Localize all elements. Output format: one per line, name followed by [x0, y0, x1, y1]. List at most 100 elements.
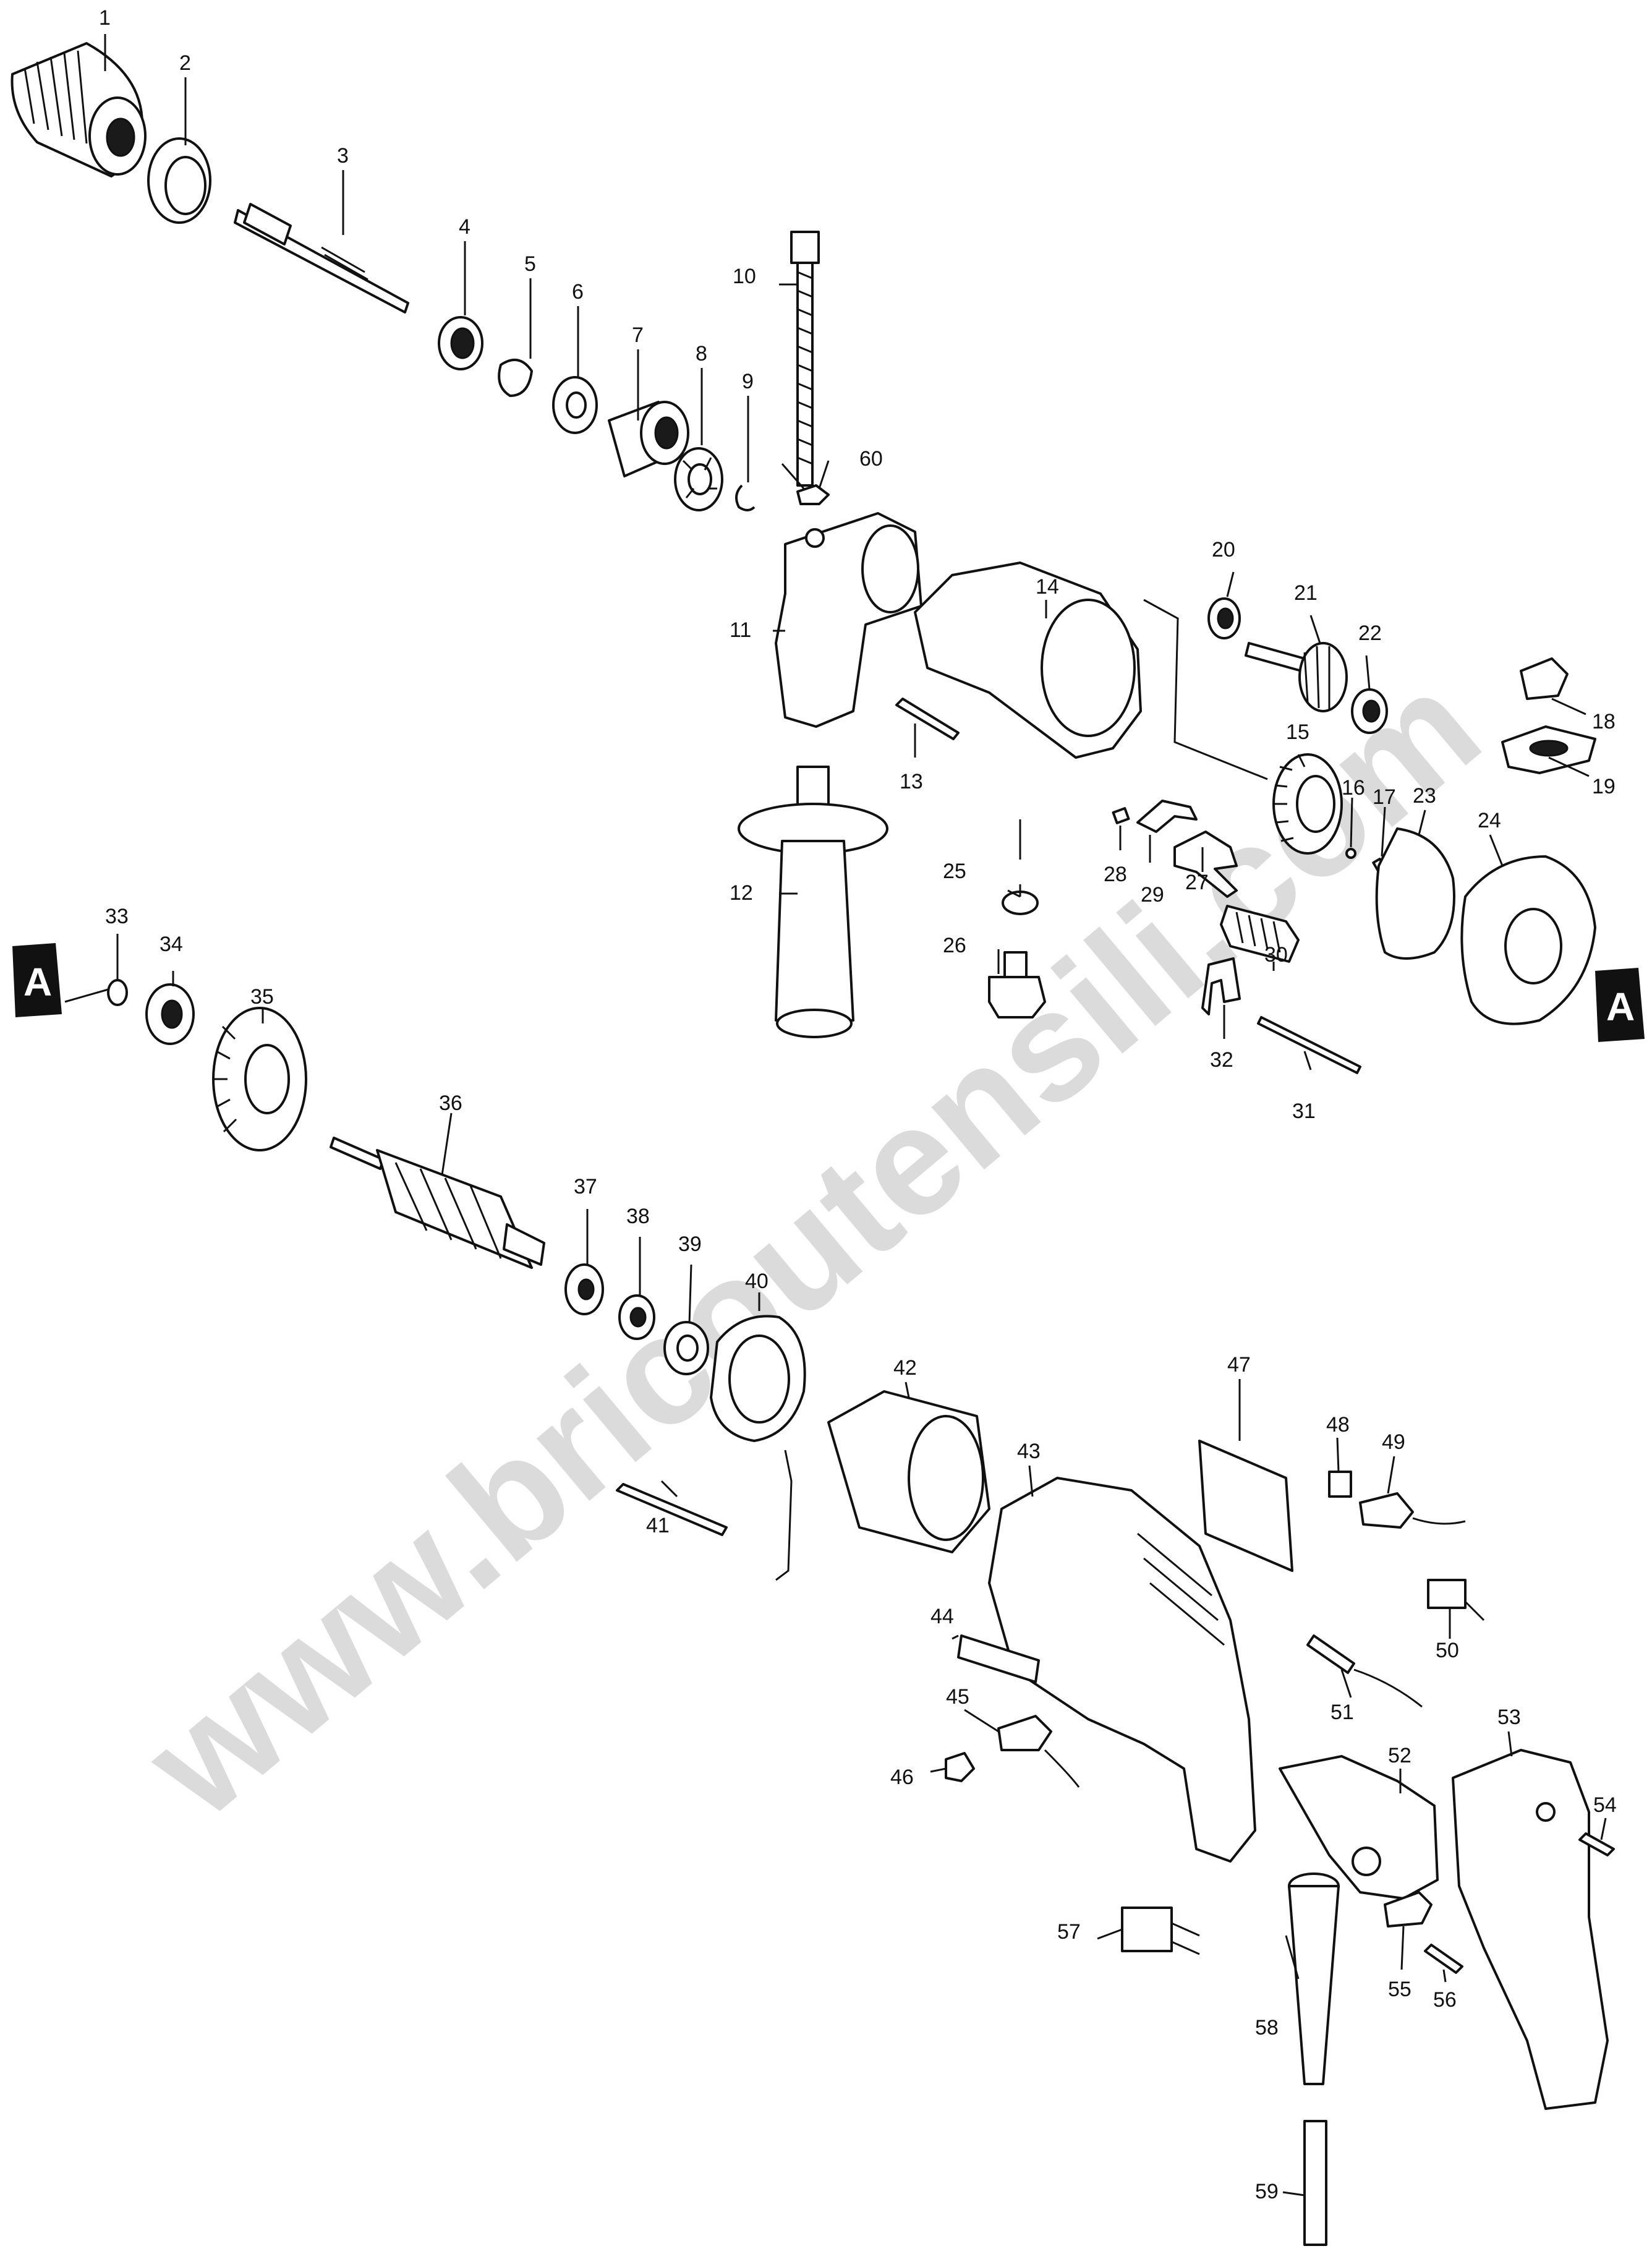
part-29-lever-spring	[1136, 800, 1198, 833]
part-55-plate	[1384, 1891, 1433, 1928]
part-50-noise-suppressor	[1427, 1579, 1467, 1609]
part-4-oil-seal	[438, 316, 483, 370]
part-18-knob	[1520, 657, 1569, 700]
part-46-brush-cap	[945, 1752, 975, 1782]
part-number-26: 26	[943, 934, 966, 957]
part-number-52: 52	[1388, 1744, 1411, 1767]
part-number-4: 4	[459, 215, 470, 239]
part-number-48: 48	[1326, 1413, 1350, 1437]
part-54-screw	[1578, 1832, 1615, 1856]
part-26-piston	[988, 951, 1046, 1018]
part-60-nut	[796, 484, 830, 505]
part-number-40: 40	[745, 1270, 769, 1293]
part-number-14: 14	[1036, 575, 1059, 599]
part-number-46: 46	[890, 1766, 914, 1789]
part-number-41: 41	[646, 1514, 670, 1537]
part-5-spring-clip	[498, 359, 533, 397]
part-22-bearing	[1351, 688, 1388, 734]
section-marker-a-left: A	[12, 943, 62, 1017]
part-21-intermediate-shaft	[1245, 642, 1348, 712]
part-number-19: 19	[1592, 775, 1616, 798]
part-37-insulation-washer	[564, 1263, 604, 1315]
part-number-31: 31	[1292, 1100, 1316, 1123]
part-45-brush-holder	[997, 1715, 1080, 1788]
part-number-15: 15	[1286, 720, 1309, 744]
part-number-55: 55	[1388, 1978, 1411, 2001]
part-number-49: 49	[1382, 1430, 1405, 1454]
section-marker-a-right-label: A	[1606, 984, 1635, 1029]
part-19-change-lever	[1501, 725, 1596, 774]
part-number-17: 17	[1373, 785, 1396, 809]
part-number-38: 38	[626, 1205, 650, 1228]
part-8-clutch-ring	[674, 447, 723, 511]
part-number-39: 39	[678, 1232, 702, 1256]
leader-lines	[64, 34, 1607, 2197]
part-39-fan-ring	[663, 1321, 709, 1375]
section-marker-a-right: A	[1595, 968, 1645, 1042]
part-34-bearing	[145, 983, 195, 1045]
part-28-pin	[1112, 807, 1130, 824]
section-marker-a-left-label: A	[23, 960, 52, 1004]
part-41-screw	[616, 1483, 728, 1536]
part-number-22: 22	[1358, 621, 1382, 645]
part-35-helical-gear	[212, 1007, 307, 1151]
part-number-57: 57	[1057, 1920, 1081, 1944]
part-number-54: 54	[1593, 1793, 1617, 1817]
part-number-47: 47	[1227, 1353, 1251, 1377]
part-number-16: 16	[1342, 776, 1365, 800]
part-48-connector	[1328, 1471, 1352, 1498]
part-number-9: 9	[742, 370, 754, 393]
part-30-terminal-block	[1220, 905, 1300, 963]
part-57-capacitor	[1121, 1907, 1173, 1952]
part-number-56: 56	[1433, 1988, 1457, 2012]
part-number-18: 18	[1592, 710, 1616, 733]
part-number-11: 11	[730, 618, 751, 642]
part-number-34: 34	[160, 933, 183, 956]
part-16-ball	[1345, 848, 1356, 859]
part-number-24: 24	[1478, 809, 1501, 832]
part-number-33: 33	[105, 905, 129, 928]
part-number-32: 32	[1210, 1048, 1233, 1072]
part-number-53: 53	[1497, 1706, 1521, 1729]
part-9-retaining-ring	[735, 484, 756, 511]
part-14-gear-housing	[914, 562, 1142, 759]
part-33-washer	[107, 979, 128, 1006]
part-59-cord	[1303, 2120, 1327, 2246]
part-36-armature	[330, 1137, 545, 1269]
part-32-change-plate	[1201, 957, 1241, 1015]
part-13-screw	[895, 698, 960, 740]
part-number-43: 43	[1017, 1440, 1041, 1463]
part-number-1: 1	[99, 6, 111, 30]
part-number-60: 60	[859, 447, 883, 471]
part-53-handle-cover	[1452, 1749, 1609, 2110]
part-20-bearing	[1207, 597, 1241, 639]
part-number-labels: 1 2 3 4 5 6 7 8 9 10 11 12 13 14 15 16 1…	[99, 6, 1617, 2203]
part-number-25: 25	[943, 860, 966, 883]
part-number-29: 29	[1141, 883, 1164, 907]
part-40-baffle-plate	[710, 1315, 806, 1442]
part-number-2: 2	[179, 51, 191, 75]
part-31-rod	[1257, 1016, 1361, 1074]
part-number-6: 6	[572, 280, 584, 304]
part-number-30: 30	[1264, 943, 1288, 967]
part-number-44: 44	[930, 1605, 954, 1628]
part-42-field	[827, 1390, 990, 1553]
part-49-brush-holder	[1359, 1492, 1466, 1529]
part-number-3: 3	[337, 144, 349, 168]
part-number-37: 37	[574, 1175, 597, 1198]
part-number-35: 35	[250, 985, 274, 1009]
part-number-7: 7	[632, 323, 644, 347]
part-10-bolt	[790, 231, 820, 487]
part-6-washer	[552, 376, 598, 434]
part-52-switch	[1279, 1755, 1439, 1900]
part-number-21: 21	[1294, 581, 1318, 605]
part-7-ball-bearing	[608, 401, 689, 477]
part-44-label	[957, 1634, 1040, 1683]
part-51-inductor	[1306, 1634, 1423, 1708]
part-1-drill-chuck	[11, 42, 147, 177]
part-24-bearing-box	[1460, 855, 1596, 1025]
part-number-36: 36	[439, 1091, 462, 1115]
part-3-spindle	[234, 203, 409, 314]
part-38-bearing	[618, 1294, 655, 1340]
